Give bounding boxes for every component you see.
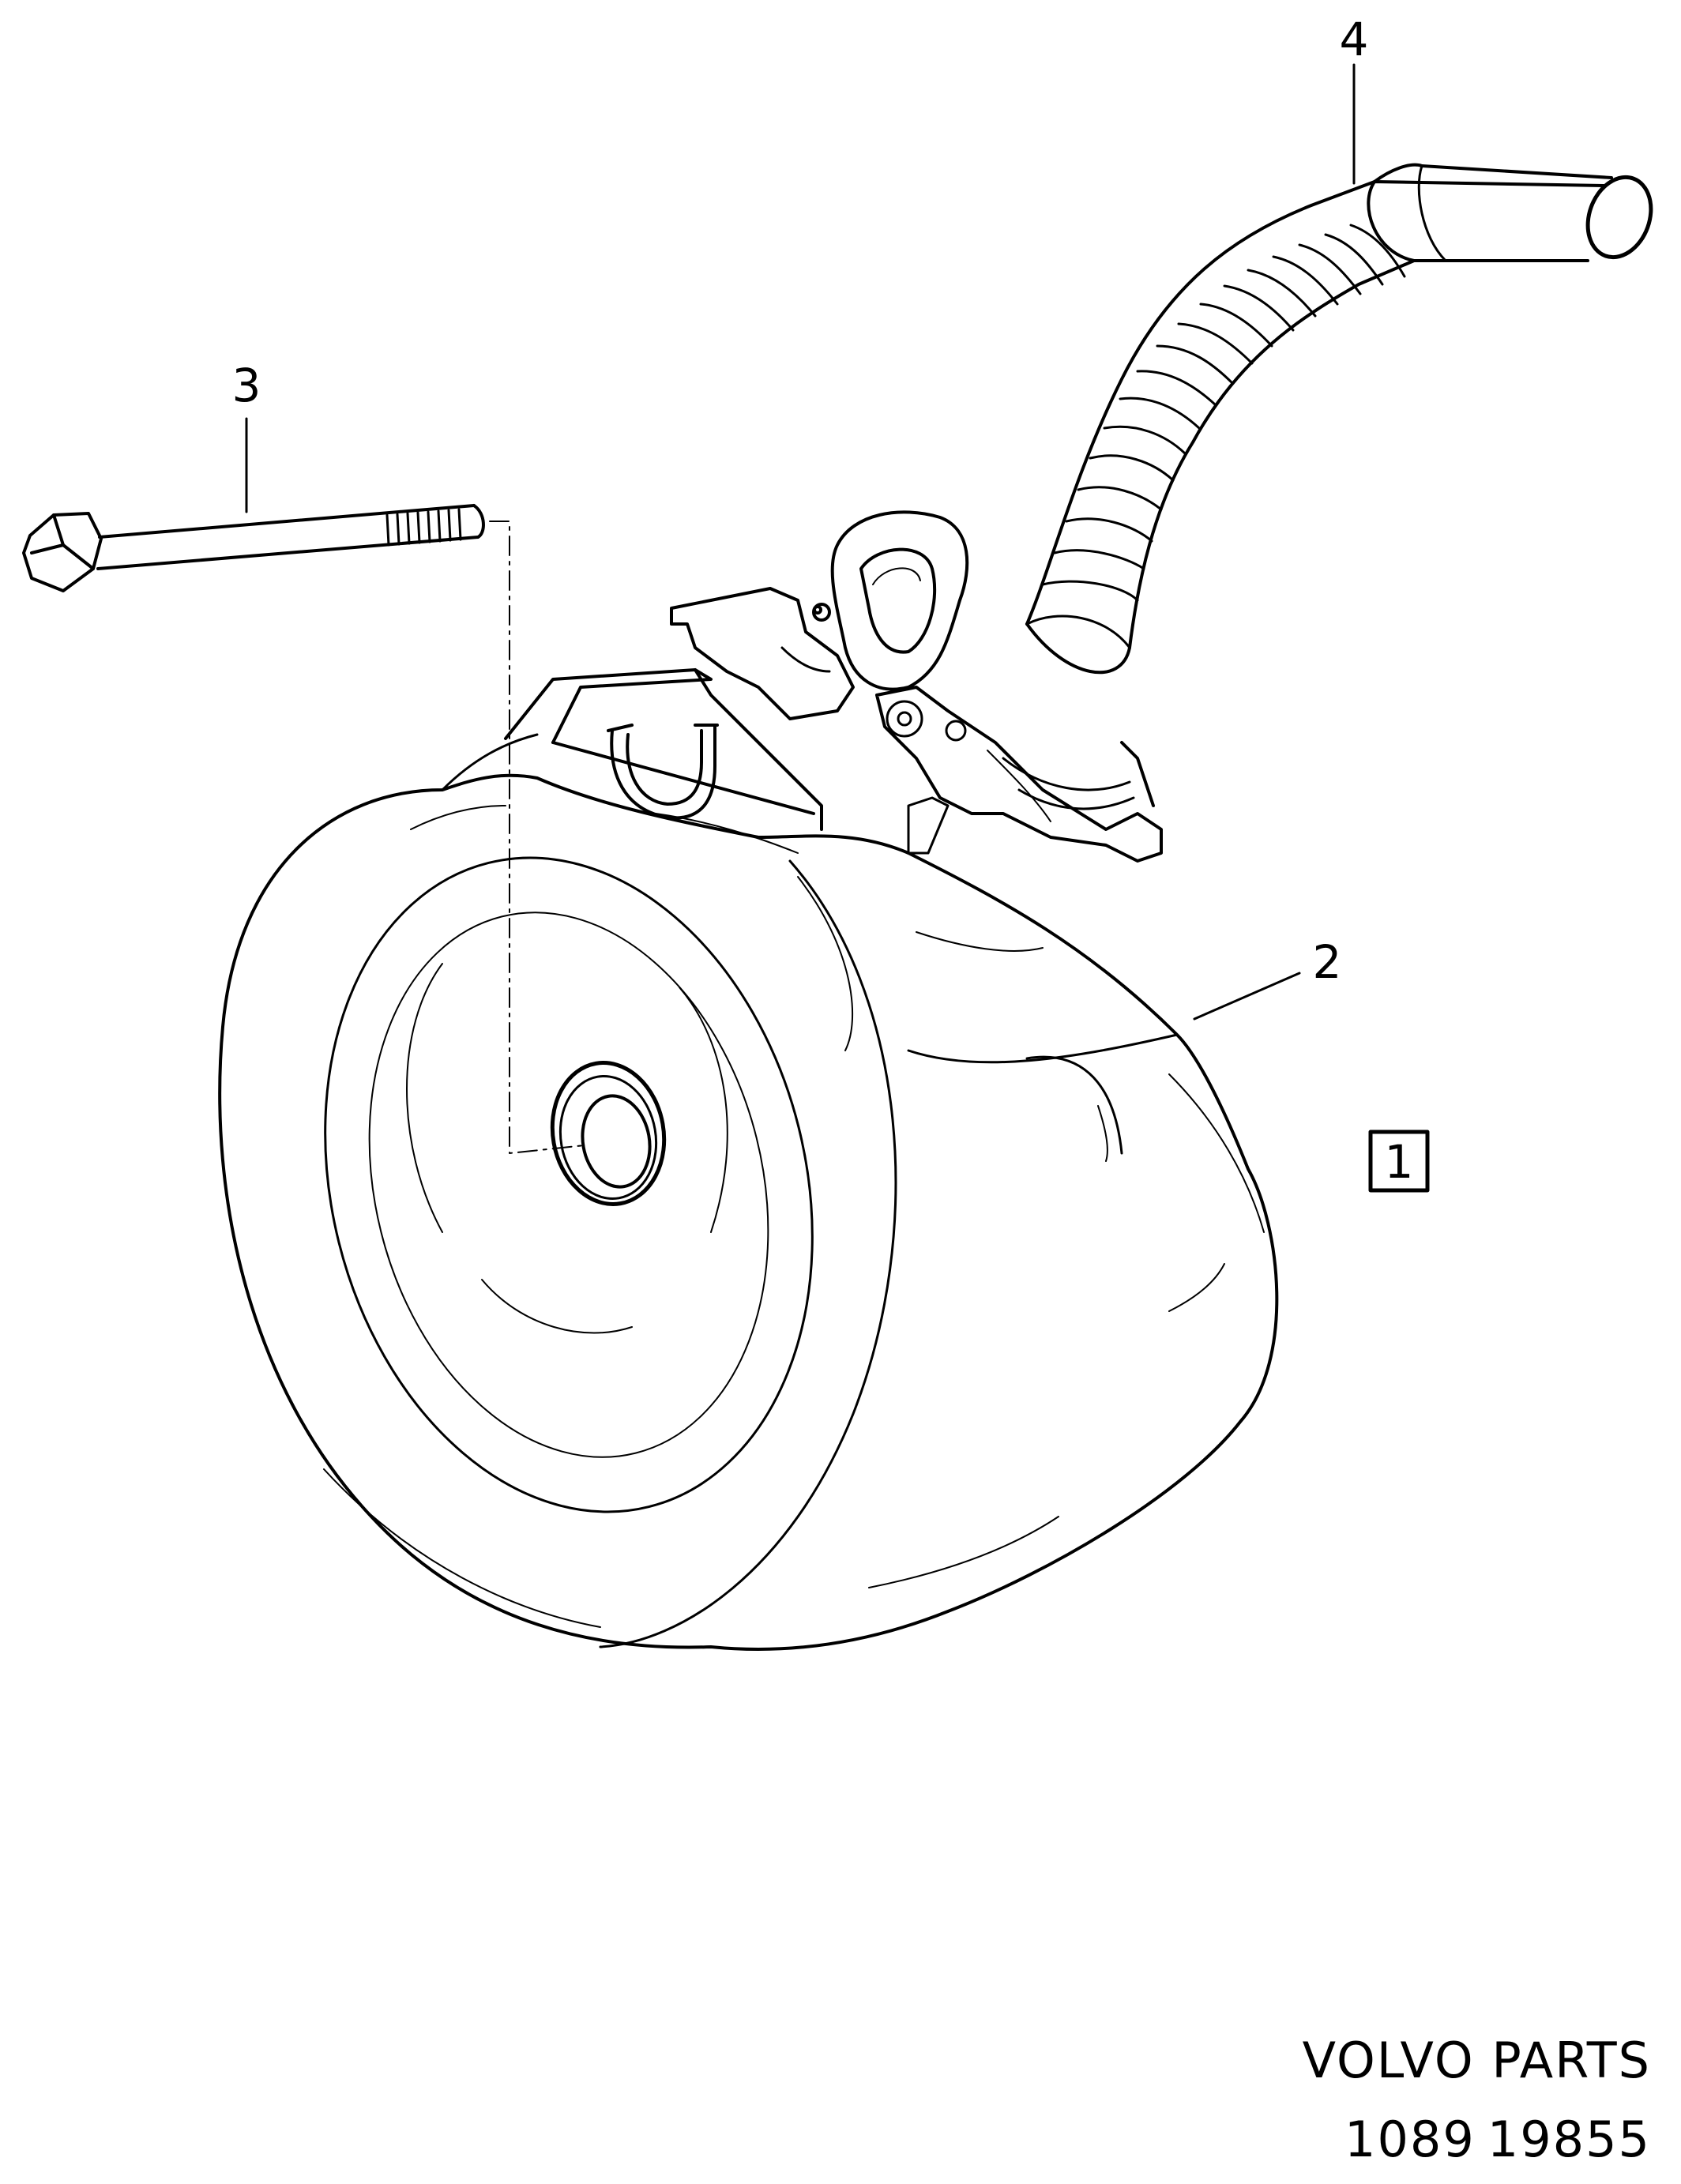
footer-brand: VOLVO PARTS	[1303, 2032, 1651, 2089]
handle-bracket	[504, 510, 1163, 863]
leader-part-2	[1193, 972, 1301, 1021]
callout-2: 2	[1313, 935, 1342, 989]
flex-spout	[1025, 163, 1653, 675]
bolt	[22, 504, 585, 1154]
part-1-box	[1368, 1130, 1430, 1193]
footer-date-code: 1089	[1344, 2111, 1476, 2168]
callout-1: 1	[1385, 1135, 1414, 1189]
fuel-can	[218, 733, 1279, 1651]
callout-4: 4	[1340, 13, 1369, 66]
leader-lines	[245, 63, 1356, 1021]
callout-3: 3	[232, 359, 261, 412]
footer-drawing-number: 19855	[1487, 2111, 1651, 2168]
